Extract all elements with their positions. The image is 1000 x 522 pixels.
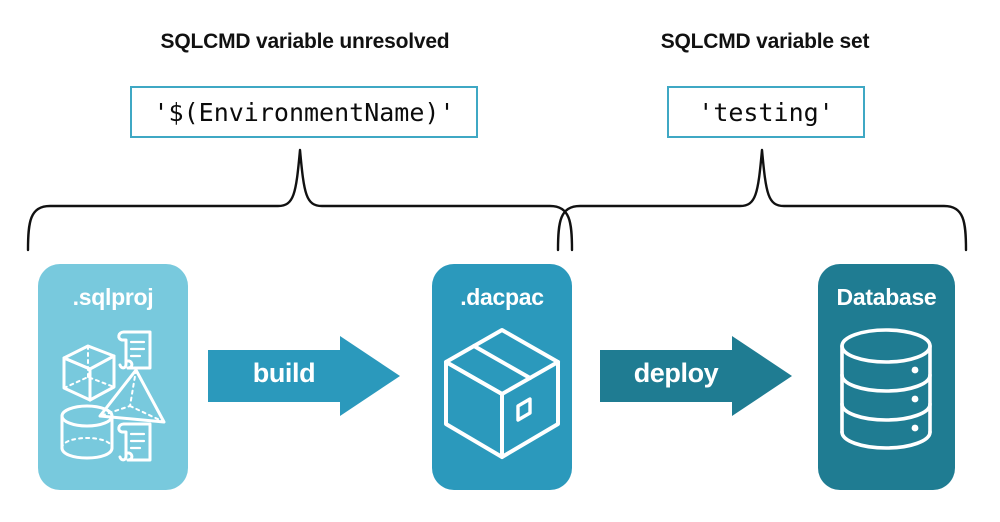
stage-label-dacpac: .dacpac <box>460 284 544 310</box>
curly-brace-right <box>556 148 968 252</box>
arrow-deploy-shape <box>600 336 792 416</box>
package-box-icon <box>444 328 560 459</box>
pyramid-icon <box>98 368 166 424</box>
sqlcmd-value-box-left: '$(EnvironmentName)' <box>130 86 478 138</box>
database-cylinder-icon <box>840 328 932 450</box>
database-artwork <box>840 328 932 450</box>
cylinder-icon <box>60 404 114 460</box>
annotation-heading-left: SQLCMD variable unresolved <box>160 30 450 53</box>
dacpac-artwork <box>444 328 560 459</box>
sqlcmd-value-box-right: 'testing' <box>667 86 865 138</box>
arrow-build-shape <box>208 336 400 416</box>
scroll-icon <box>117 422 152 462</box>
annotation-heading-right: SQLCMD variable set <box>660 30 870 53</box>
cube-icon <box>62 344 116 402</box>
arrow-build: build <box>208 336 400 416</box>
stage-box-database[interactable]: Database <box>818 264 955 490</box>
stage-label-sqlproj: .sqlproj <box>72 284 154 310</box>
sqlproj-artwork <box>60 330 166 462</box>
stage-box-dacpac[interactable]: .dacpac <box>432 264 572 490</box>
arrow-deploy: deploy <box>600 336 792 416</box>
scroll-icon <box>117 330 152 370</box>
stage-box-sqlproj[interactable]: .sqlproj <box>38 264 188 490</box>
curly-brace-left <box>26 148 574 252</box>
stage-label-database: Database <box>836 284 937 310</box>
